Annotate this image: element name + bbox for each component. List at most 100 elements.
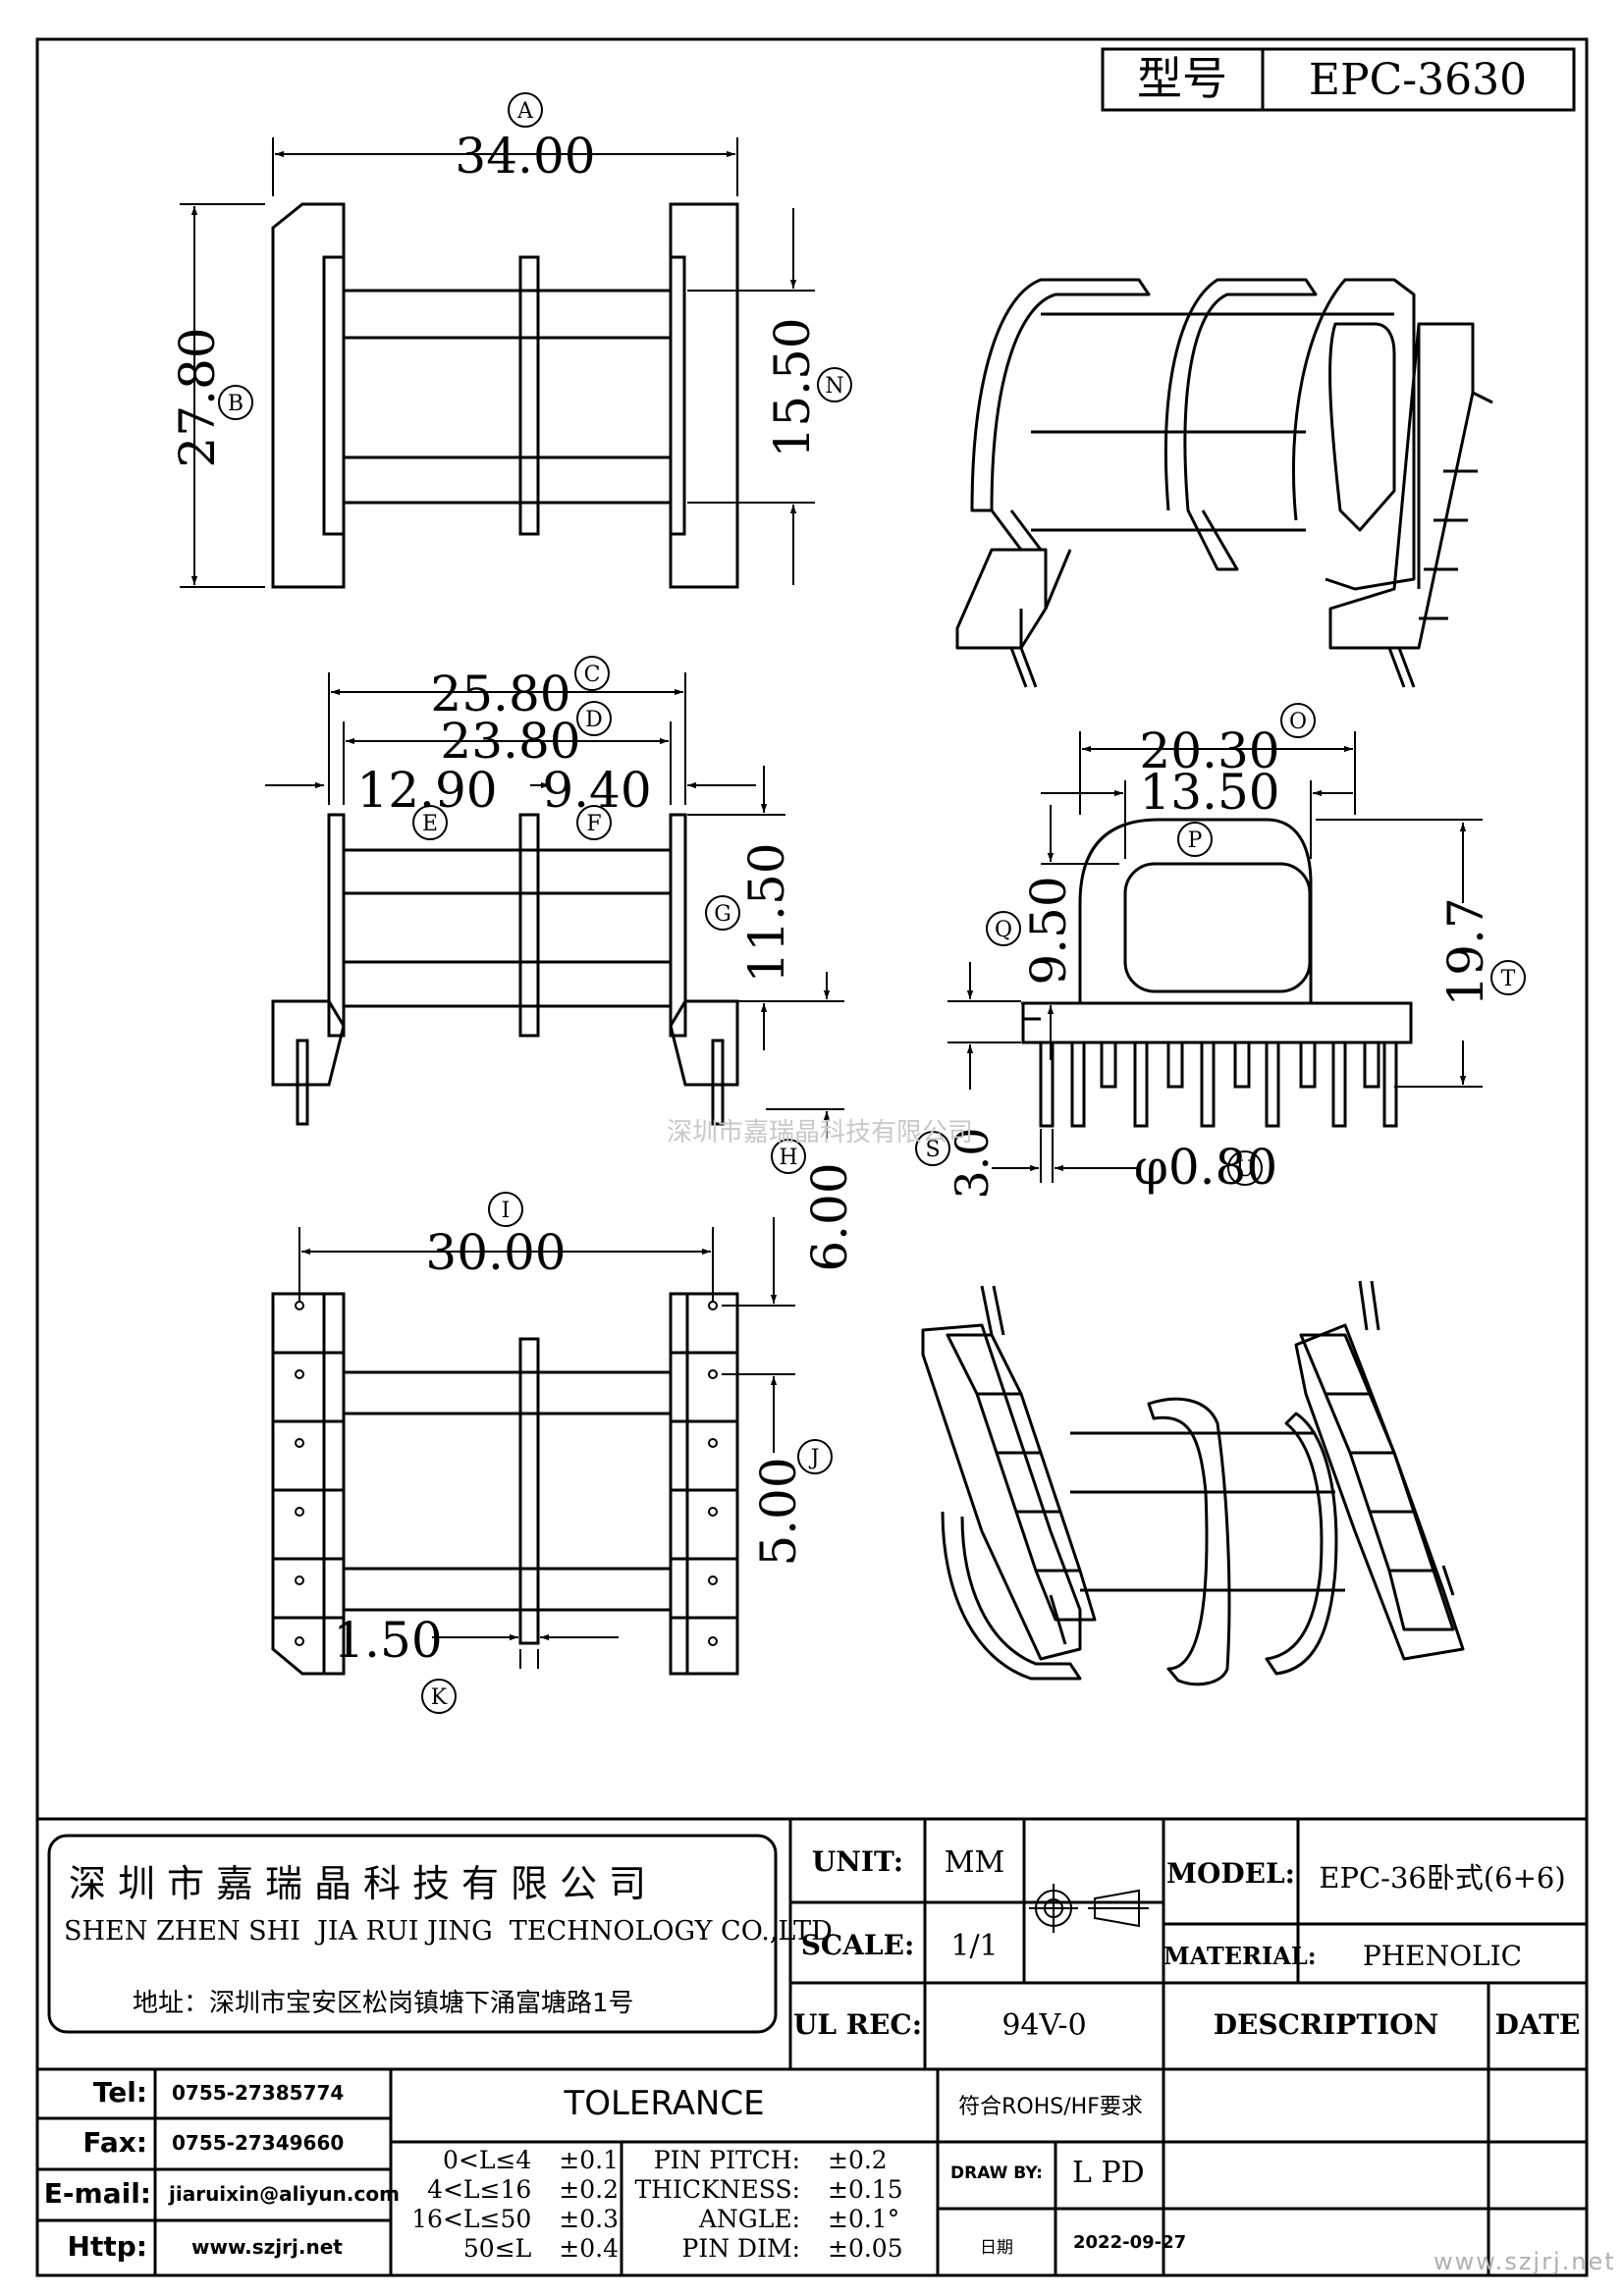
fax-value: 0755-27349660 xyxy=(172,2131,345,2155)
dim-p-tag-circle xyxy=(1177,822,1213,857)
dim-j-tag: J xyxy=(809,1446,820,1470)
dim-j-tag-circle xyxy=(797,1439,833,1474)
draw-date-value: 2022-09-27 xyxy=(1073,2232,1187,2253)
tolerance-param-value: ±0.1° xyxy=(828,2205,900,2233)
draw-by-label: DRAW BY: xyxy=(950,2163,1043,2183)
dim-s-tag-circle xyxy=(915,1131,950,1166)
dim-e-tag-circle xyxy=(412,805,448,840)
dim-n-tag: N xyxy=(825,374,843,399)
tolerance-value: ±0.1 xyxy=(559,2146,619,2174)
ul-rec-value: 94V-0 xyxy=(1001,2008,1087,2043)
dim-o-value: 20.30 xyxy=(1139,722,1279,779)
dim-c-tag: C xyxy=(584,663,601,687)
dim-b-value: 27.80 xyxy=(169,327,226,467)
dim-g-tag-circle xyxy=(705,895,740,931)
dim-h-tag-circle xyxy=(771,1139,806,1174)
dim-b-tag-circle xyxy=(218,385,253,420)
dim-h-value: 6.00 xyxy=(801,1162,858,1271)
model-label: MODEL: xyxy=(1165,1857,1296,1890)
bottom-view-dimensions xyxy=(298,1217,795,1669)
tolerance-param-name: THICKNESS: xyxy=(634,2175,800,2204)
front-view-dimensions xyxy=(265,672,844,1139)
tolerance-range-row: 16<L≤50±0.3 xyxy=(398,2205,619,2234)
dim-p-tag: P xyxy=(1188,828,1203,853)
footer-url: www.szjrj.net xyxy=(1434,2248,1616,2275)
dim-d-tag: D xyxy=(585,708,603,732)
draw-date-label: 日期 xyxy=(980,2238,1013,2258)
front-view xyxy=(271,813,739,1126)
tolerance-param-name: PIN PITCH: xyxy=(653,2146,800,2174)
material-label: MATERIAL: xyxy=(1163,1942,1317,1970)
http-label: Http: xyxy=(67,2230,147,2263)
unit-value: MM xyxy=(944,1845,1005,1880)
tolerance-param-value: ±0.2 xyxy=(828,2146,888,2174)
tolerance-param-name: ANGLE: xyxy=(698,2205,800,2233)
dim-d-value: 23.80 xyxy=(440,713,580,770)
dim-e-value: 12.90 xyxy=(356,762,497,819)
header-model-label: 型号 xyxy=(1137,52,1227,105)
tolerance-range-row: 0<L≤4±0.1 xyxy=(398,2146,619,2175)
dim-i-tag-circle xyxy=(488,1192,523,1227)
tolerance-param-value: ±0.15 xyxy=(828,2175,903,2204)
dim-t-tag: T xyxy=(1501,967,1516,991)
tolerance-param-row: THICKNESS: ±0.15 xyxy=(628,2175,935,2205)
tolerance-range: 4<L≤16 xyxy=(427,2175,532,2204)
dim-k-value: 1.50 xyxy=(333,1612,442,1669)
fax-label: Fax: xyxy=(82,2126,147,2159)
dim-e-tag: E xyxy=(422,812,438,836)
tolerance-ranges: 0<L≤4±0.1 4<L≤16±0.2 16<L≤50±0.3 50≤L±0.… xyxy=(398,2146,619,2264)
tolerance-range: 50≤L xyxy=(462,2234,532,2263)
isometric-view-bottom xyxy=(921,1280,1465,1686)
dim-k-tag-circle xyxy=(421,1679,457,1714)
description-label: DESCRIPTION xyxy=(1213,2008,1439,2041)
bottom-view xyxy=(271,1292,739,1676)
dim-f-value: 9.40 xyxy=(542,762,651,819)
dim-b-tag: B xyxy=(228,392,243,416)
dim-n-tag-circle xyxy=(817,367,852,402)
dim-q-tag-circle xyxy=(986,911,1021,946)
header-model-box: 型号 EPC-3630 xyxy=(1101,47,1576,112)
top-view-dimensions xyxy=(180,137,815,588)
side-view xyxy=(1021,818,1413,1128)
title-block-grid xyxy=(37,1817,1587,2275)
model-value: EPC-36卧式(6+6) xyxy=(1319,1861,1566,1895)
dim-u-value: φ0.80 xyxy=(1134,1139,1277,1196)
bottom-view-pin-holes xyxy=(295,1301,718,1646)
dim-j-value: 5.00 xyxy=(750,1457,807,1566)
dim-s-value: 3.0 xyxy=(946,1127,999,1199)
unit-label: UNIT: xyxy=(811,1845,904,1878)
projection-symbol-icon xyxy=(1029,1884,1149,1933)
dim-t-value: 19.7 xyxy=(1437,897,1494,1006)
dim-c-tag-circle xyxy=(574,656,610,691)
scale-label: SCALE: xyxy=(800,1929,915,1961)
dim-n-value: 15.50 xyxy=(764,317,821,457)
ul-rec-label: UL REC: xyxy=(792,2008,923,2041)
compliance-note: 符合ROHS/HF要求 xyxy=(958,2095,1143,2119)
side-view-dimensions xyxy=(947,731,1483,1183)
dim-g-tag: G xyxy=(714,902,731,927)
dim-h-tag: H xyxy=(779,1146,797,1170)
tolerance-value: ±0.3 xyxy=(559,2205,619,2233)
tolerance-range-row: 4<L≤16 ±0.2 xyxy=(398,2175,619,2205)
dim-g-value: 11.50 xyxy=(738,842,795,983)
draw-by-value: L PD xyxy=(1072,2156,1145,2190)
email-value: jiaruixin@aliyun.com xyxy=(169,2182,400,2206)
dim-f-tag-circle xyxy=(576,805,612,840)
material-value: PHENOLIC xyxy=(1362,1940,1523,1972)
tolerance-range-row: 50≤L±0.4 xyxy=(398,2234,619,2264)
dim-s-tag: S xyxy=(925,1138,940,1162)
company-name-en: SHEN ZHEN SHI JIA RUI JING TECHNOLOGY CO… xyxy=(64,1916,833,1947)
dim-t-tag-circle xyxy=(1490,960,1526,995)
dim-o-tag: O xyxy=(1289,710,1307,734)
dim-q-tag: Q xyxy=(995,918,1012,942)
watermark: 深圳市嘉瑞晶科技有限公司 xyxy=(667,1118,973,1148)
dim-d-tag-circle xyxy=(576,701,612,736)
dim-p-value: 13.50 xyxy=(1139,764,1279,821)
date-label: DATE xyxy=(1494,2008,1581,2041)
tolerance-title: TOLERANCE xyxy=(564,2084,765,2123)
company-address: 地址：深圳市宝安区松岗镇塘下涌富塘路1号 xyxy=(133,1989,634,2018)
tolerance-value: ±0.2 xyxy=(559,2175,619,2204)
tolerance-param-name: PIN DIM: xyxy=(681,2234,800,2263)
dim-u-tag-circle xyxy=(1227,1150,1263,1186)
